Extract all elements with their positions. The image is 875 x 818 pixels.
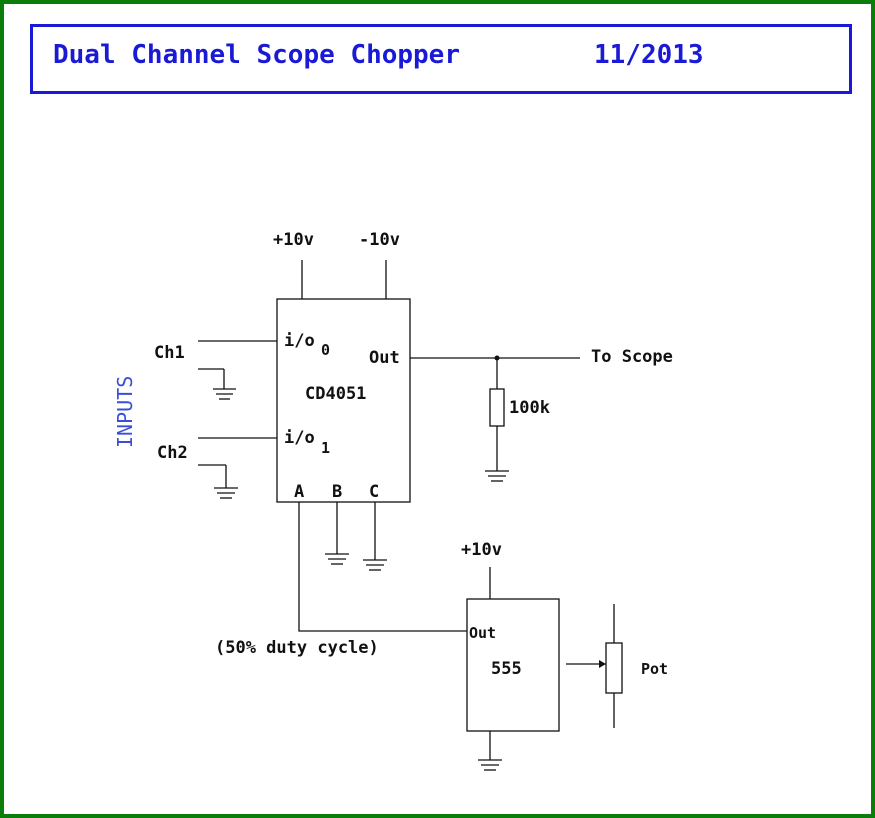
pin-c-ground-symbol xyxy=(363,559,387,571)
inputs-label: INPUTS xyxy=(113,376,137,448)
pin-a-to-555-wire xyxy=(298,502,467,632)
potentiometer-body xyxy=(605,642,623,694)
pot-wiper-arrow-icon xyxy=(599,660,606,668)
diagram-date: 11/2013 xyxy=(594,40,704,70)
chip-name-label: CD4051 xyxy=(305,384,366,404)
pin-b-ground-symbol xyxy=(325,553,349,565)
timer-out-label: Out xyxy=(469,624,496,642)
junction-dot xyxy=(494,355,500,361)
resistor-value-label: 100k xyxy=(509,398,550,418)
pin-c-label: C xyxy=(369,482,379,502)
io1-label: i/o xyxy=(284,428,315,448)
ch1-label: Ch1 xyxy=(154,343,185,363)
chip-out-label: Out xyxy=(369,348,400,368)
io0-subscript: 0 xyxy=(321,341,330,359)
diagram-title: Dual Channel Scope Chopper xyxy=(53,40,460,70)
resistor-100k xyxy=(489,388,505,427)
io1-subscript: 1 xyxy=(321,439,330,457)
ch1-ground-symbol xyxy=(213,388,236,400)
plus10v-label: +10v xyxy=(273,230,314,250)
timer-ground-symbol xyxy=(478,759,502,771)
duty-cycle-label: (50% duty cycle) xyxy=(215,638,379,658)
to-scope-label: To Scope xyxy=(591,347,673,367)
ch2-ground-symbol xyxy=(214,487,238,499)
ch2-label: Ch2 xyxy=(157,443,188,463)
timer-name-label: 555 xyxy=(491,659,522,679)
cd4051-chip-body xyxy=(276,298,411,503)
title-box: Dual Channel Scope Chopper 11/2013 xyxy=(30,24,852,94)
pot-label: Pot xyxy=(641,660,668,678)
io0-label: i/o xyxy=(284,331,315,351)
pin-a-label: A xyxy=(294,482,304,502)
pin-b-label: B xyxy=(332,482,342,502)
minus10v-label: -10v xyxy=(359,230,400,250)
resistor-ground-symbol xyxy=(485,470,509,482)
timer-555-body xyxy=(466,598,560,732)
timer-supply-label: +10v xyxy=(461,540,502,560)
